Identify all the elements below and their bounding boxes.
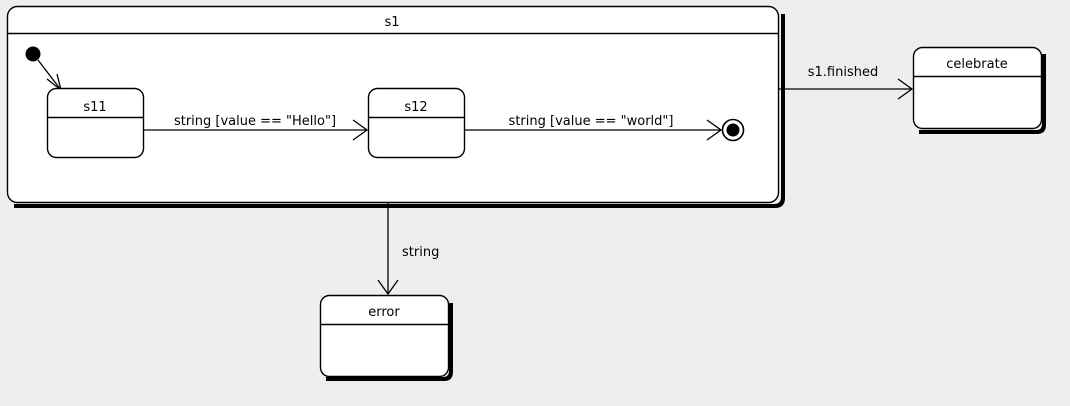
state-s11[interactable]: s11 <box>46 87 145 159</box>
state-celebrate-body <box>912 46 1043 130</box>
state-s11-label: s11 <box>83 100 106 115</box>
transition-s1-to-celebrate[interactable]: s1.finished <box>779 65 914 100</box>
state-error[interactable]: error <box>319 294 454 382</box>
transition-s11-to-s12-label: string [value == "Hello"] <box>174 114 336 129</box>
transition-initial-to-s11-line <box>37 59 62 91</box>
transition-s12-to-final[interactable]: string [value == "world"] <box>464 114 723 141</box>
state-celebrate-label: celebrate <box>946 57 1007 72</box>
transition-s12-to-final-label: string [value == "world"] <box>509 114 674 129</box>
state-s12-label: s12 <box>404 100 427 115</box>
initial-state-dot[interactable] <box>25 46 41 62</box>
transition-s1-to-celebrate-label: s1.finished <box>808 65 878 80</box>
final-state-inner-dot <box>726 123 740 137</box>
transition-s1-to-error-label: string <box>402 245 439 260</box>
final-state-bullseye[interactable] <box>721 118 745 142</box>
transition-s11-to-s12[interactable]: string [value == "Hello"] <box>143 114 369 141</box>
composite-state-s1-label: s1 <box>384 15 399 30</box>
transition-s1-to-error-arrowhead <box>377 279 399 296</box>
state-s11-body <box>46 87 145 159</box>
state-celebrate[interactable]: celebrate <box>912 46 1047 135</box>
transition-s1-to-celebrate-arrowhead <box>897 78 914 100</box>
state-error-label: error <box>368 305 400 320</box>
transition-s11-to-s12-arrowhead <box>352 119 369 141</box>
initial-state-dot-shape <box>25 46 41 62</box>
transition-s12-to-final-arrowhead <box>706 119 723 141</box>
transition-s1-to-error[interactable]: string <box>377 203 439 296</box>
state-error-body <box>319 294 450 378</box>
state-s12-body <box>367 87 466 159</box>
state-s12[interactable]: s12 <box>367 87 466 159</box>
